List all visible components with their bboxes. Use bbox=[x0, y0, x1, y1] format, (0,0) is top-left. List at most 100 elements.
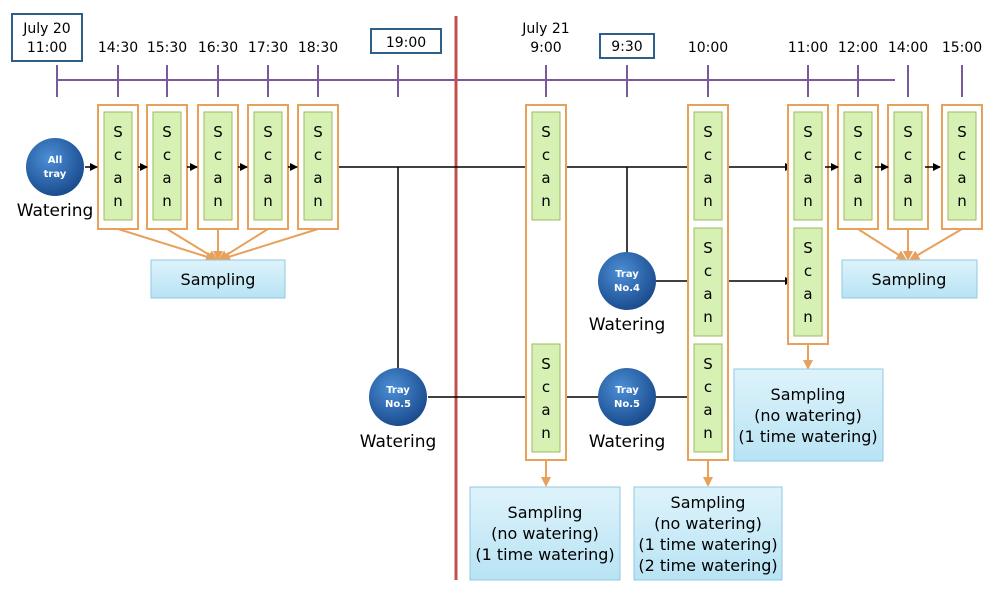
scan-letter: a bbox=[703, 401, 712, 419]
scan-letter: c bbox=[704, 262, 712, 280]
tray-no5-circle bbox=[598, 368, 656, 426]
scan-letter: S bbox=[803, 239, 813, 257]
watering-label: Watering bbox=[17, 201, 94, 221]
scan-box-bg bbox=[152, 111, 182, 221]
scan-letter: S bbox=[703, 123, 713, 141]
scan-letter: S bbox=[263, 123, 273, 141]
scan-letter: a bbox=[803, 169, 812, 187]
scan-letter: c bbox=[854, 146, 862, 164]
tray-label: No.5 bbox=[385, 399, 411, 410]
scan-letter: a bbox=[313, 169, 322, 187]
scan-box-bg bbox=[693, 227, 723, 337]
scan-letter: a bbox=[803, 285, 812, 303]
sampling-note: (2 time watering) bbox=[638, 556, 777, 575]
sampling-box-1000 bbox=[633, 486, 783, 581]
scan-letter: n bbox=[853, 192, 863, 210]
tray-label: Tray bbox=[386, 385, 410, 396]
scan-letter: n bbox=[313, 192, 323, 210]
scan-box-bg bbox=[203, 111, 233, 221]
scan-letter: n bbox=[803, 308, 813, 326]
scan-letter: S bbox=[957, 123, 967, 141]
sampling-label: Sampling bbox=[181, 270, 256, 289]
scan-letter: n bbox=[703, 308, 713, 326]
scan-box-bg bbox=[531, 343, 561, 453]
scan-letter: c bbox=[163, 146, 171, 164]
scan-letter: a bbox=[113, 169, 122, 187]
sampling-box-day1 bbox=[150, 259, 286, 299]
tray-nodes: All tray Watering Tray No.5 Watering Tra… bbox=[17, 138, 666, 452]
sampling-note: (no watering) bbox=[754, 406, 862, 425]
tray-no5-node-day2: Tray No.5 Watering bbox=[589, 368, 665, 452]
sampling-boxes: Sampling Sampling Sampling (no watering)… bbox=[150, 259, 978, 581]
time-label: 14:30 bbox=[98, 40, 138, 56]
tray-no4-node: Tray No.4 Watering bbox=[589, 252, 666, 335]
scan-letter: a bbox=[213, 169, 222, 187]
tray-all-node: All tray Watering bbox=[17, 138, 94, 221]
watering-label: Watering bbox=[589, 315, 666, 335]
date-july21: July 21 bbox=[521, 21, 569, 37]
scan-letter: n bbox=[213, 192, 223, 210]
scan-letter: n bbox=[162, 192, 172, 210]
time-label: 9:00 bbox=[530, 40, 561, 56]
scan-letter: n bbox=[541, 424, 551, 442]
scan-letter: c bbox=[542, 146, 550, 164]
scan-letter: n bbox=[703, 192, 713, 210]
scan-letter: c bbox=[114, 146, 122, 164]
timeline: July 20 11:00 14:30 15:30 16:30 17:30 18… bbox=[11, 13, 982, 97]
tray-no4-circle bbox=[598, 252, 656, 310]
time-label: 18:30 bbox=[298, 40, 338, 56]
scan-letter: c bbox=[314, 146, 322, 164]
scan-letter: S bbox=[853, 123, 863, 141]
scan-letter: a bbox=[263, 169, 272, 187]
sampling-note: (1 time watering) bbox=[738, 427, 877, 446]
scan-box-bg bbox=[253, 111, 283, 221]
scan-letter: n bbox=[703, 424, 713, 442]
scan-box-bg bbox=[693, 343, 723, 453]
time-label: 17:30 bbox=[248, 40, 288, 56]
time-label: 11:00 bbox=[27, 40, 67, 56]
time-label: 10:00 bbox=[688, 40, 728, 56]
time-label: 11:00 bbox=[788, 40, 828, 56]
sampling-box-1100 bbox=[733, 368, 884, 462]
sampling-note: (no watering) bbox=[491, 524, 599, 543]
scan-letter: S bbox=[703, 239, 713, 257]
time-label: 15:30 bbox=[147, 40, 187, 56]
time-label: 9:30 bbox=[611, 39, 642, 55]
tray-label: All bbox=[48, 155, 63, 166]
scan-box-bg bbox=[947, 111, 977, 221]
sampling-label: Sampling bbox=[771, 385, 846, 404]
sampling-label: Sampling bbox=[872, 270, 947, 289]
scan-letter: n bbox=[263, 192, 273, 210]
sampling-box-day2-end bbox=[841, 259, 978, 299]
scan-box-bg bbox=[303, 111, 333, 221]
scan-letter: S bbox=[113, 123, 123, 141]
tray-label: No.4 bbox=[614, 283, 640, 294]
scan-letter: a bbox=[703, 169, 712, 187]
scan-letter: n bbox=[957, 192, 967, 210]
scan-letter: c bbox=[704, 146, 712, 164]
sampling-note: (1 time watering) bbox=[638, 535, 777, 554]
scan-letter: c bbox=[904, 146, 912, 164]
scan-box-bg bbox=[531, 111, 561, 221]
sampling-label: Sampling bbox=[671, 493, 746, 512]
scan-letter: S bbox=[803, 123, 813, 141]
tray-label: No.5 bbox=[614, 399, 640, 410]
scan-box-bg bbox=[793, 227, 823, 337]
tray-label: tray bbox=[44, 169, 67, 180]
scan-letter: c bbox=[542, 378, 550, 396]
scan-box-bg bbox=[893, 111, 923, 221]
time-label: 12:00 bbox=[838, 40, 878, 56]
scan-letter: S bbox=[703, 355, 713, 373]
scan-letter: c bbox=[804, 146, 812, 164]
time-label: 15:00 bbox=[942, 40, 982, 56]
scan-letter: a bbox=[541, 401, 550, 419]
